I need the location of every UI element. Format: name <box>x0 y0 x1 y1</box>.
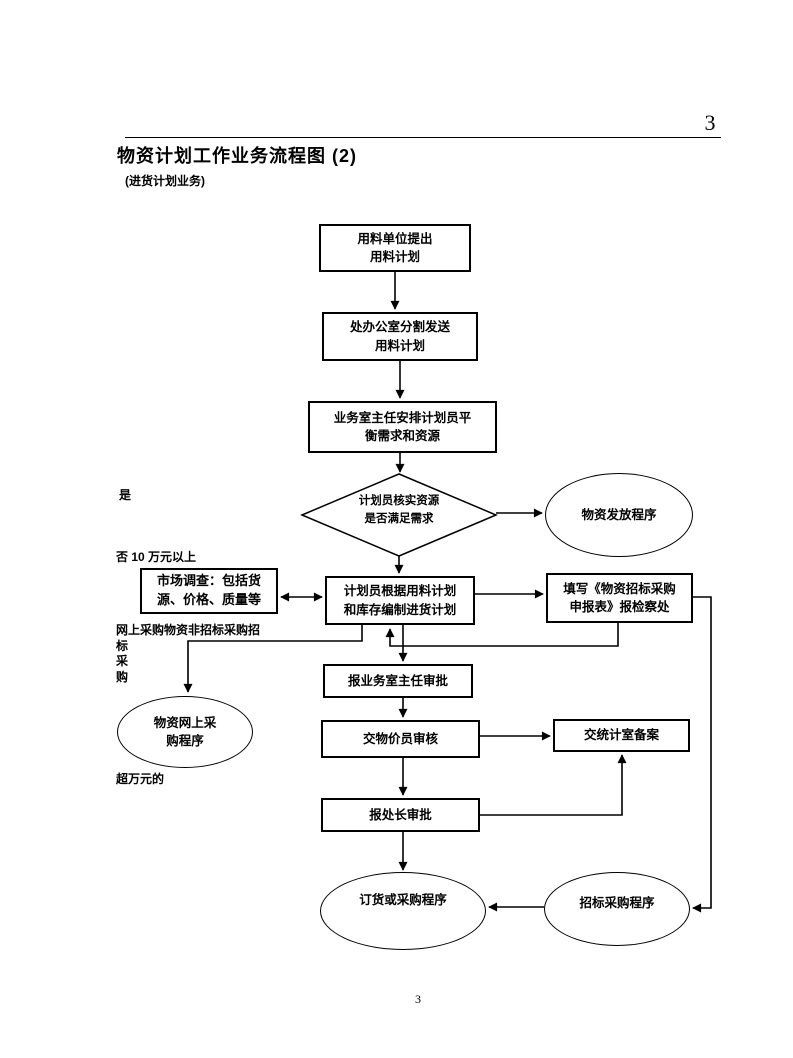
label-line: 标 <box>116 638 129 653</box>
flow-box-text: 申报表》报检察处 <box>569 600 670 614</box>
label-online-purchase-note: 网上采购物资非招标采购招 标 采 购 <box>116 623 266 685</box>
flow-box-director-assign: 业务室主任安排计划员平 衡需求和资源 <box>308 401 497 453</box>
label-line: 网上采购物资非招标采购招 <box>116 623 261 637</box>
flow-box-text: 业务室主任安排计划员平 <box>333 410 472 425</box>
decision-text: 计划员核实资源 <box>358 495 440 507</box>
flow-box-text: 市场调查：包括货 <box>156 573 261 589</box>
flow-box-market-survey: 市场调查：包括货 源、价格、质量等 <box>140 568 278 614</box>
label-no-over-100k: 否 10 万元以上 <box>116 550 197 564</box>
flow-box-bid-declaration-form: 填写《物资招标采购 申报表》报检察处 <box>546 573 693 623</box>
connector-n5-bid <box>692 596 712 913</box>
connector-n9-n8 <box>480 754 627 816</box>
flow-box-make-purchase-plan: 计划员根据用料计划 和库存编制进货计划 <box>325 576 475 625</box>
label-line: 采 <box>116 654 129 668</box>
flow-box-price-clerk-review: 交物价员审核 <box>321 720 480 758</box>
flow-box-text: 和库存编制进货计划 <box>343 602 457 617</box>
flow-box-room-director-approval: 报业务室主任审批 <box>323 664 473 698</box>
flow-box-text: 交统计室备案 <box>583 728 659 743</box>
flow-box-text: 用料计划 <box>374 338 425 353</box>
ellipse-release-procedure: 物资发放程序 <box>545 473 693 557</box>
page-subtitle: (进货计划业务) <box>125 174 205 188</box>
decision-diamond-shape <box>300 473 498 557</box>
decision-verify-resources: 计划员核实资源 是否满足需求 <box>320 492 478 529</box>
flow-box-text: 报处长审批 <box>369 807 432 822</box>
page-title: 物资计划工作业务流程图 (2) <box>117 146 357 166</box>
flow-box-text: 填写《物资招标采购 <box>563 581 676 596</box>
flow-box-text: 报业务室主任审批 <box>347 673 448 688</box>
ellipse-text: 订货或采购程序 <box>359 892 447 907</box>
ellipse-text: 招标采购程序 <box>579 895 655 910</box>
flow-box-text: 源、价格、质量等 <box>156 592 261 607</box>
decision-text: 是否满足需求 <box>364 513 434 526</box>
label-line: 购 <box>116 669 129 684</box>
ellipse-bidding-procedure: 招标采购程序 <box>544 872 690 946</box>
flow-box-text: 衡需求和资源 <box>364 429 440 443</box>
header-rule <box>125 137 721 138</box>
flow-box-text: 处办公室分割发送 <box>349 320 450 335</box>
connector-n4-web <box>183 625 363 693</box>
header-page-number: 3 <box>704 110 716 135</box>
ellipse-order-procedure: 订货或采购程序 <box>320 872 486 950</box>
flow-box-text: 用料计划 <box>369 250 420 264</box>
flow-box-division-chief-approval: 报处长审批 <box>321 798 480 832</box>
flow-box-statistics-filing: 交统计室备案 <box>553 719 690 752</box>
flow-box-material-request: 用料单位提出 用料计划 <box>319 224 471 272</box>
flow-box-text: 用料单位提出 <box>357 231 433 246</box>
footer-page-number: 3 <box>415 992 421 1006</box>
flow-box-office-dispatch: 处办公室分割发送 用料计划 <box>322 312 478 361</box>
ellipse-text: 购程序 <box>166 734 204 748</box>
ellipse-text: 物资网上采 <box>153 715 217 730</box>
connector-n5-return-n4 <box>385 623 619 647</box>
ellipse-text: 物资发放程序 <box>581 507 657 522</box>
label-yes: 是 <box>119 488 132 502</box>
flow-box-text: 交物价员审核 <box>362 731 438 746</box>
ellipse-online-purchase-procedure: 物资网上采 购程序 <box>117 696 253 768</box>
flow-box-text: 计划员根据用料计划 <box>343 584 457 599</box>
label-over-10k: 超万元的 <box>116 772 165 786</box>
